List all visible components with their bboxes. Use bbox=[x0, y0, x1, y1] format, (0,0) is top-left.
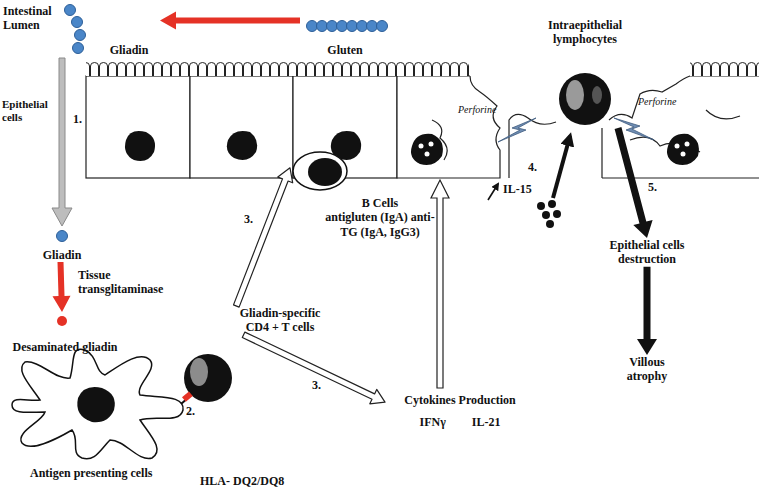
callout-label: Perforine bbox=[458, 104, 496, 116]
callout-label: 2. bbox=[186, 404, 195, 418]
t-cell-highlight bbox=[190, 358, 208, 386]
t-cell-label: Gliadin-specific CD4 + T cells bbox=[228, 306, 332, 335]
b-cell-symbol bbox=[290, 150, 350, 194]
callout-label: 1. bbox=[73, 112, 82, 126]
gliadin-dot bbox=[57, 231, 68, 242]
cytokine-name: IL-21 bbox=[472, 415, 501, 429]
callout-label: Perforine bbox=[638, 96, 676, 108]
deamidated-dot bbox=[57, 316, 67, 326]
edge-label: 3. bbox=[312, 378, 321, 392]
outcome-node: Epithelial cells destruction bbox=[592, 238, 702, 267]
connector-arrow bbox=[53, 262, 71, 312]
callout-label: HLA- DQ2/DQ8 bbox=[200, 474, 284, 488]
activation-arrow bbox=[553, 136, 570, 198]
node-text: Villous atrophy bbox=[612, 355, 682, 384]
gliadin-dots bbox=[65, 5, 86, 54]
apc-nucleus bbox=[77, 387, 115, 422]
node-text: B Cells bbox=[310, 196, 450, 210]
edge-label: 5. bbox=[648, 180, 657, 194]
lymphocyte-node: Intraepithelial lymphocytes bbox=[530, 18, 640, 128]
hla-receptor bbox=[182, 391, 193, 401]
text-row: IFNγ IL-21 bbox=[385, 415, 535, 429]
uptake-arrow bbox=[52, 58, 72, 226]
outcome-node: Villous atrophy bbox=[612, 355, 682, 384]
node-text: Gluten bbox=[300, 43, 390, 57]
antigen-presenting-cell bbox=[12, 349, 183, 459]
cytokine-dots bbox=[537, 200, 561, 228]
connector-arrow bbox=[615, 127, 653, 238]
gluten-node: Gluten bbox=[300, 5, 390, 57]
deamidated-node: Desaminated gliadin bbox=[0, 312, 130, 354]
callout-label: Epithelial cells bbox=[2, 98, 58, 124]
gliadin-node: Gliadin bbox=[30, 228, 94, 262]
callout-label: Antigen presenting cells bbox=[30, 466, 152, 480]
connector-arrow bbox=[637, 267, 657, 355]
edge-label: Tissue transglitaminase bbox=[78, 268, 174, 297]
il15-arrow bbox=[488, 184, 498, 200]
callout-label: 4. bbox=[528, 160, 537, 174]
edge-label: 3. bbox=[244, 212, 253, 226]
node-text: Cytokines Production bbox=[385, 393, 535, 407]
gluten-chain bbox=[307, 21, 388, 32]
node-text: Gliadin-specific CD4 + T cells bbox=[228, 306, 332, 335]
node-text: Epithelial cells destruction bbox=[592, 238, 702, 267]
cytokine-node: Cytokines ProductionIFNγ IL-21 bbox=[385, 393, 535, 430]
gliadin-node: Gliadin bbox=[98, 5, 160, 57]
node-text: Gliadin bbox=[98, 43, 160, 57]
node-body: antigluten (IgA) anti-TG (IgA, IgG3) bbox=[318, 210, 443, 239]
callout-label: IL-15 bbox=[503, 182, 532, 196]
node-text: Intraepithelial lymphocytes bbox=[530, 18, 640, 47]
node-text: Gliadin bbox=[30, 248, 94, 262]
connector-arrow bbox=[242, 332, 385, 404]
connector-arrow bbox=[234, 168, 293, 307]
lymphocyte-symbol bbox=[557, 71, 613, 127]
connector-arrow bbox=[160, 12, 300, 30]
nucleus-dots bbox=[419, 142, 690, 157]
epithelium bbox=[86, 62, 759, 178]
node-text: Desaminated gliadin bbox=[0, 340, 130, 354]
b-cell-node: B Cellsantigluten (IgA) anti-TG (IgA, Ig… bbox=[290, 150, 450, 239]
nuclei bbox=[125, 131, 699, 165]
cytokine-name: IFNγ bbox=[420, 415, 446, 429]
callout-label: Intestinal Lumen bbox=[3, 4, 65, 33]
